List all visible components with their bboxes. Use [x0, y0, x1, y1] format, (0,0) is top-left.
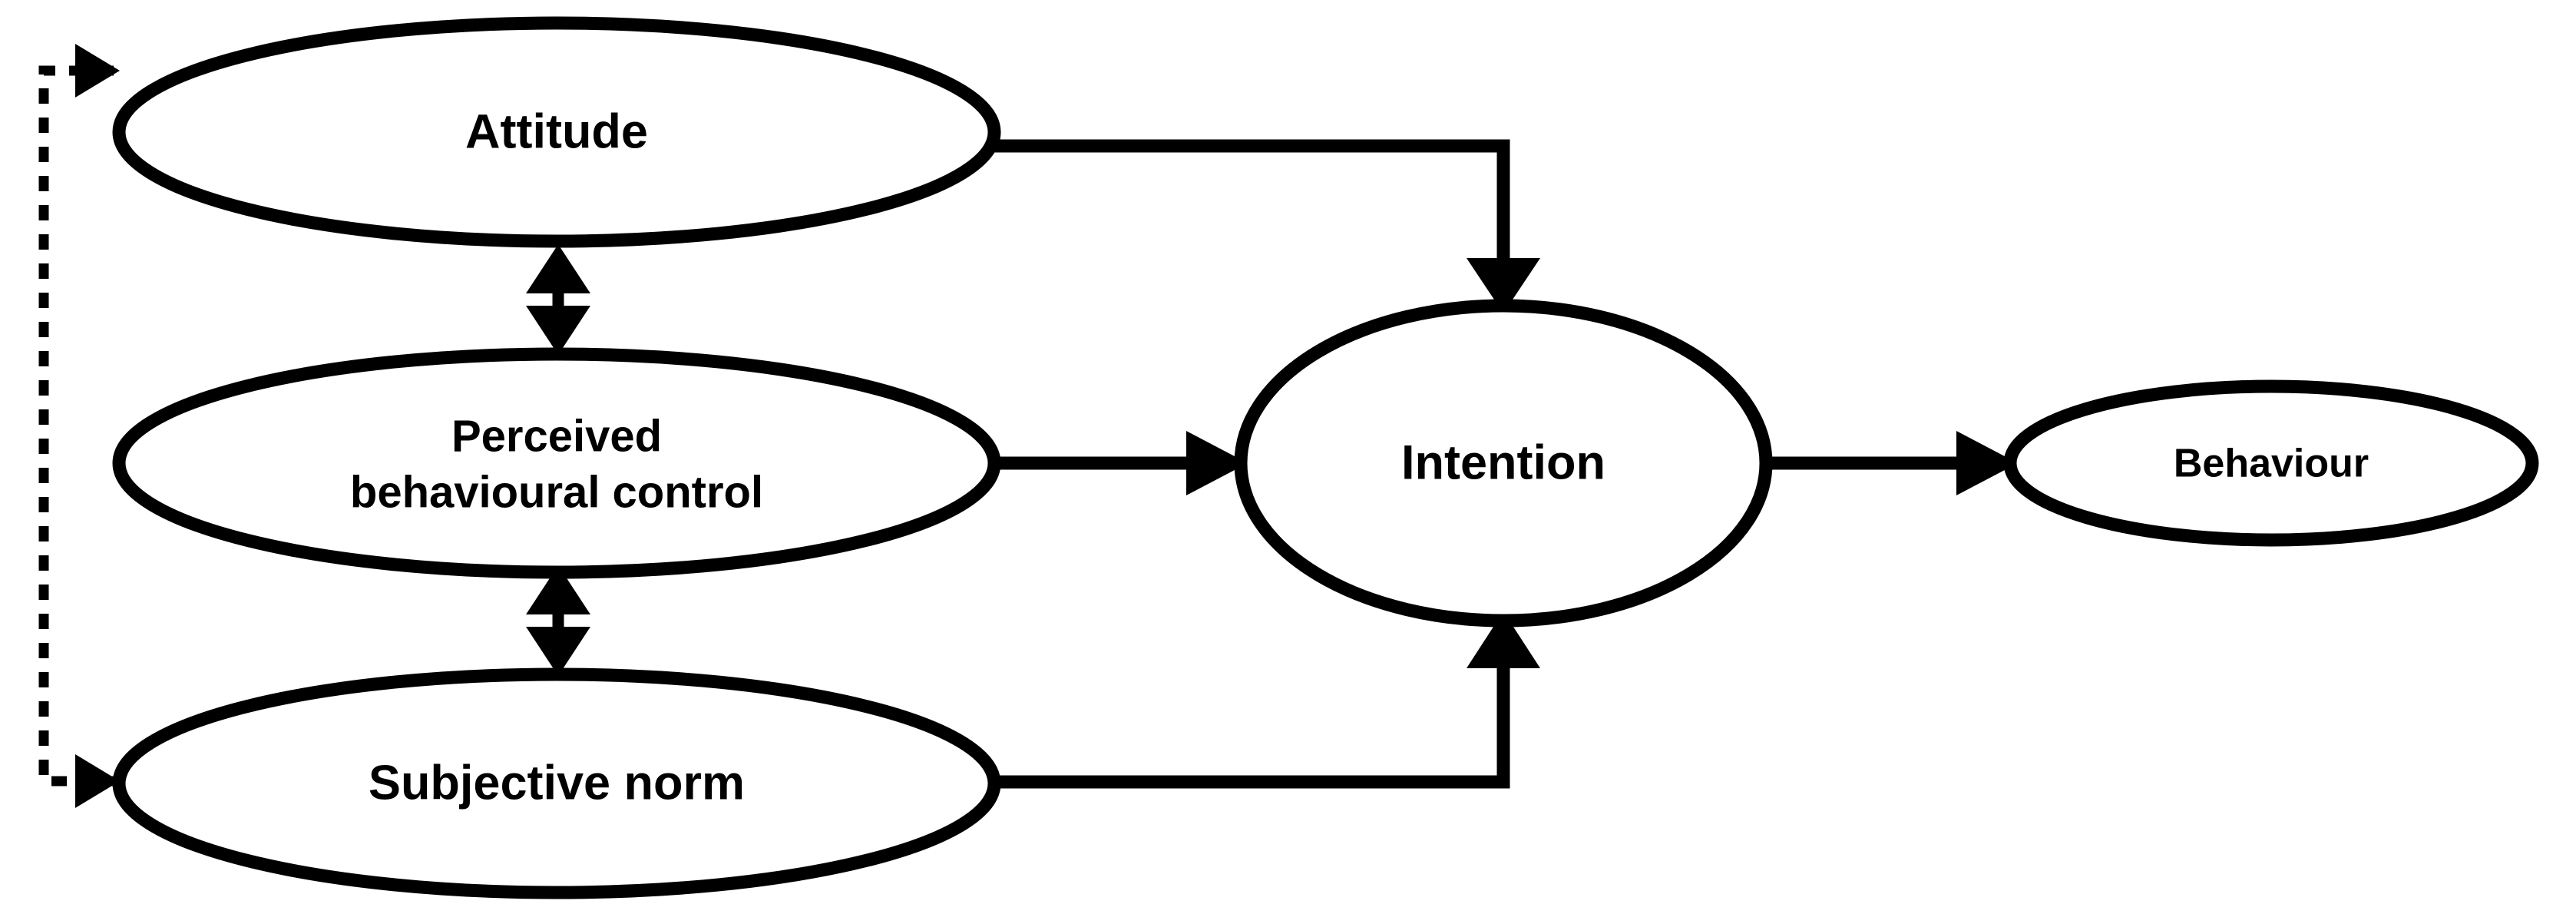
edge-attitude-to-intention [990, 139, 1540, 313]
arrowhead-down-to-pbc [526, 306, 590, 355]
subjective-norm-label: Subjective norm [369, 757, 745, 810]
node-perceived-behavioural-control[interactable]: Perceived behavioural control [112, 347, 1001, 579]
node-intention[interactable]: Intention [1234, 299, 1773, 628]
behaviour-ellipse[interactable] [2003, 379, 2539, 547]
node-subjective-norm[interactable]: Subjective norm [112, 667, 1001, 899]
attitude-intention-path [990, 139, 1510, 298]
arrowhead-norm-intention [1467, 611, 1540, 668]
edge-pbc-norm-correlation [526, 565, 590, 676]
arrowhead-up-to-pbc [526, 565, 590, 614]
pbc-label-line2: behavioural control [350, 467, 763, 517]
attitude-label: Attitude [465, 105, 648, 159]
behaviour-label: Behaviour [2174, 442, 2369, 486]
intention-ellipse[interactable] [1234, 299, 1773, 628]
arrowhead-pbc-intention [1186, 431, 1248, 495]
pbc-label-line1: Perceived [451, 411, 662, 461]
intention-label: Intention [1401, 436, 1605, 490]
node-behaviour[interactable]: Behaviour [2003, 379, 2539, 547]
arrowhead-down-to-subjective-norm [526, 627, 590, 676]
edge-pbc-to-intention [990, 431, 1248, 495]
dashed-bracket-path [38, 65, 114, 787]
norm-intention-path [990, 630, 1510, 789]
edge-intention-to-behaviour [1762, 431, 2018, 495]
arrowhead-to-attitude [75, 44, 120, 98]
arrowhead-up-to-attitude [526, 244, 590, 293]
edge-attitude-pbc-correlation [526, 244, 590, 355]
subjective-norm-ellipse[interactable] [112, 667, 1001, 899]
node-attitude[interactable]: Attitude [112, 16, 1001, 248]
edge-attitude-norm-correlation [38, 44, 120, 808]
pbc-ellipse[interactable] [112, 347, 1001, 579]
arrowhead-intention-behaviour [1956, 431, 2018, 495]
edge-norm-to-intention [990, 611, 1540, 789]
arrowhead-attitude-intention [1467, 258, 1540, 313]
arrowhead-to-subjective-norm [75, 754, 120, 808]
attitude-ellipse[interactable] [112, 16, 1001, 248]
